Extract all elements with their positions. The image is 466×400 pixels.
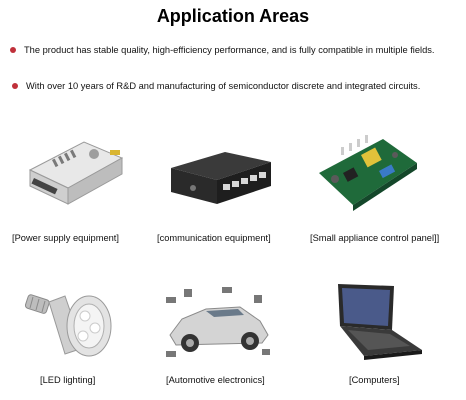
area-caption: [LED lighting] [40,375,96,385]
bullet-item: With over 10 years of R&D and manufactur… [12,81,420,91]
area-caption: [communication equipment] [157,233,271,243]
area-caption: [Power supply equipment] [12,233,119,243]
car-icon [166,287,270,357]
bullet-text: The product has stable quality, high-eff… [24,45,435,55]
area-caption: [Automotive electronics] [166,375,265,385]
bullet-dot-icon [12,82,18,89]
area-caption: [Computers] [349,375,400,385]
led-bulb-icon [25,294,112,357]
bullet-item: The product has stable quality, high-eff… [10,45,434,55]
network-switch-icon [171,152,271,204]
area-power-supply [22,130,127,215]
page-title: Application Areas [156,6,310,26]
circuit-board-icon [319,135,417,211]
area-computers [330,280,430,365]
laptop-icon [338,284,422,360]
bullet-text: With over 10 years of R&D and manufactur… [26,81,421,91]
area-caption: [Small appliance control panel]] [310,233,440,243]
power-supply-icon [28,141,124,205]
area-control-panel [313,133,423,215]
area-automotive [162,283,274,363]
bullet-dot-icon [10,46,16,53]
area-led [25,288,120,363]
area-communication [163,148,278,208]
